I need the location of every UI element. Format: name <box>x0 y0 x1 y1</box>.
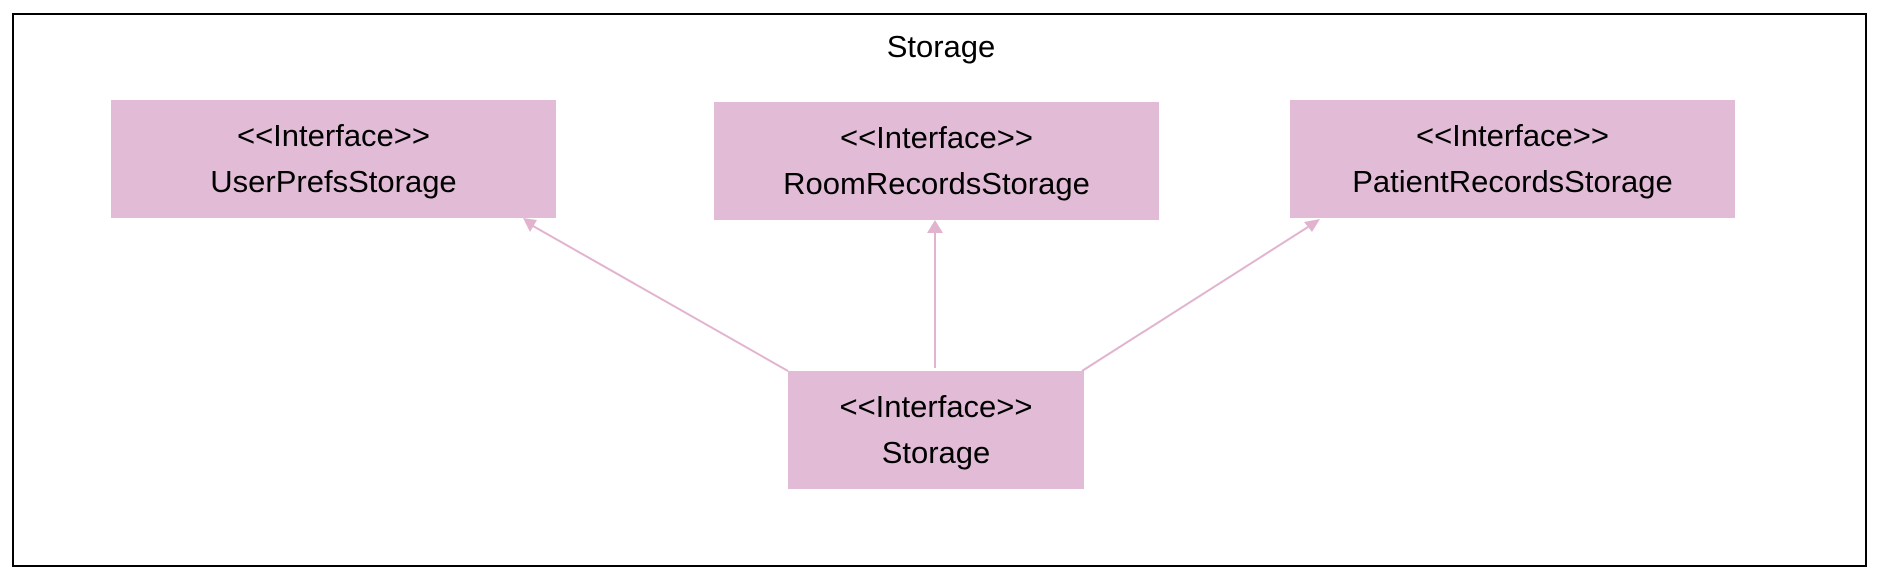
stereotype-label: <<Interface>> <box>1415 118 1610 153</box>
interface-box-storage[interactable]: <<Interface>> Storage <box>788 371 1084 489</box>
interface-box-roomrecordsstorage[interactable]: <<Interface>> RoomRecordsStorage <box>714 102 1159 220</box>
interface-name: RoomRecordsStorage <box>783 166 1090 201</box>
interface-name: Storage <box>881 435 991 470</box>
stereotype-label: <<Interface>> <box>236 118 431 153</box>
interface-box-userprefsstorage[interactable]: <<Interface>> UserPrefsStorage <box>111 100 556 218</box>
package-frame <box>12 13 1867 567</box>
package-title: Storage <box>886 29 996 64</box>
interface-name: UserPrefsStorage <box>210 164 457 199</box>
interface-box-patientrecordsstorage[interactable]: <<Interface>> PatientRecordsStorage <box>1290 100 1735 218</box>
stereotype-label: <<Interface>> <box>839 120 1034 155</box>
interface-name: PatientRecordsStorage <box>1352 164 1673 199</box>
stereotype-label: <<Interface>> <box>839 389 1033 424</box>
